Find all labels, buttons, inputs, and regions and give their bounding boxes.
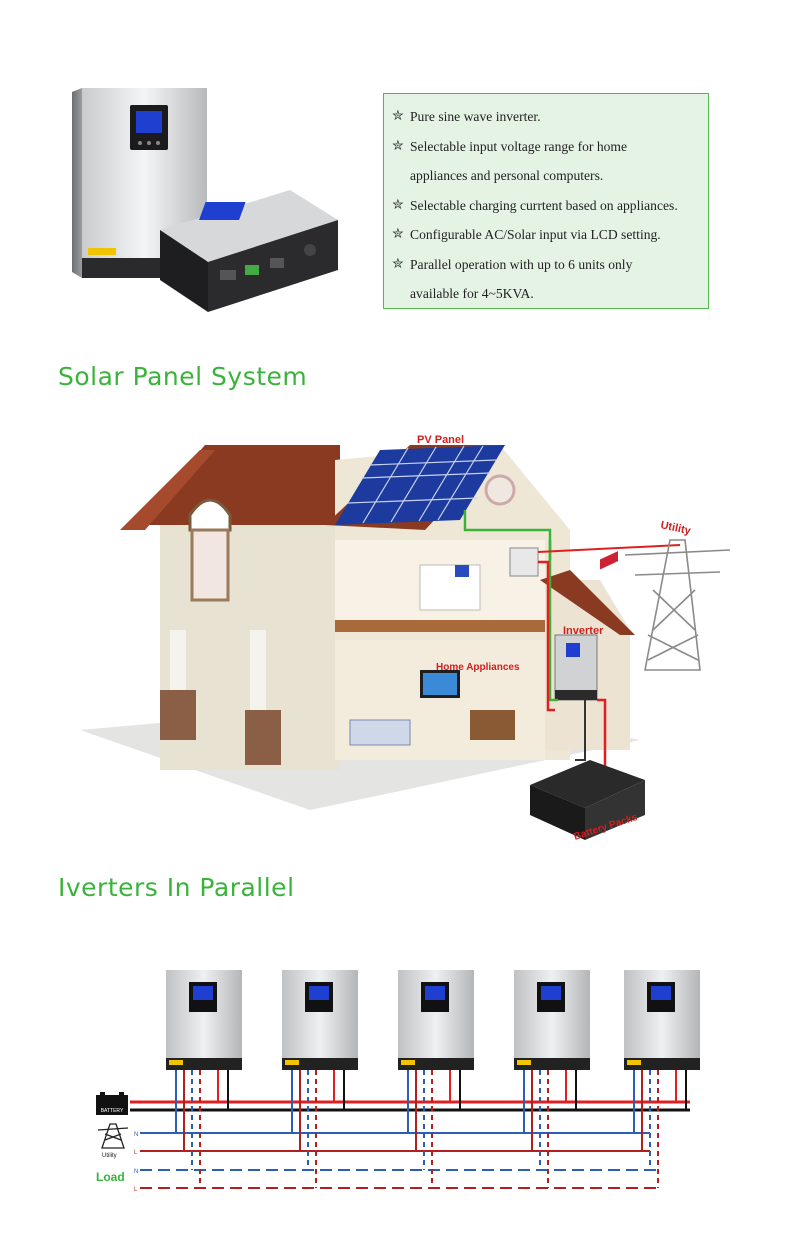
home-appliances-label: Home Appliances <box>436 662 520 673</box>
load-label: Load <box>96 1170 125 1184</box>
feature-item: ✮Selectable charging currtent based on a… <box>392 191 702 221</box>
feature-item: ✮Selectable input voltage range for home <box>392 132 702 162</box>
pv-panel-label: PV Panel <box>417 434 464 446</box>
feature-item: ✮Configurable AC/Solar input via LCD set… <box>392 220 702 250</box>
utility-label: Utility <box>659 519 692 537</box>
star-icon: ✮ <box>392 138 404 154</box>
utility-l-label: L <box>134 1150 138 1156</box>
inverter-unit <box>514 970 590 1188</box>
inverter-product-image <box>72 88 338 312</box>
star-icon: ✮ <box>392 227 404 242</box>
star-icon: ✮ <box>392 197 404 213</box>
feature-item: appliances and personal computers. <box>410 168 604 183</box>
parallel-heading: Iverters In Parallel <box>58 873 295 902</box>
load-l-label: L <box>134 1187 138 1193</box>
inverter-unit <box>282 970 358 1188</box>
utility-n-label: N <box>134 1132 138 1138</box>
feature-item: ✮Pure sine wave inverter. <box>392 102 702 132</box>
inverter-unit <box>398 970 474 1188</box>
load-n-label: N <box>134 1169 138 1175</box>
battery-icon: BATTERY <box>96 1092 128 1115</box>
feature-list-box: ✮Pure sine wave inverter. ✮Selectable in… <box>383 93 709 309</box>
feature-item: ✮Parallel operation with up to 6 units o… <box>392 250 702 280</box>
inverter-unit <box>166 970 242 1188</box>
solar-heading: Solar Panel System <box>58 362 308 391</box>
utility-tower-icon <box>97 1123 129 1149</box>
feature-item: available for 4~5KVA. <box>410 286 534 301</box>
battery-label: BATTERY <box>101 1108 124 1114</box>
star-icon: ✮ <box>392 109 404 124</box>
inverter-label: Inverter <box>563 625 604 637</box>
solar-house-diagram: PV Panel Utility Inverter Home Appliance… <box>80 434 731 843</box>
star-icon: ✮ <box>392 256 404 272</box>
parallel-inverters-diagram: BATTERY Utility N L N L Load <box>96 970 700 1193</box>
utility-small-label: Utility <box>102 1153 117 1159</box>
inverter-unit <box>624 970 700 1188</box>
